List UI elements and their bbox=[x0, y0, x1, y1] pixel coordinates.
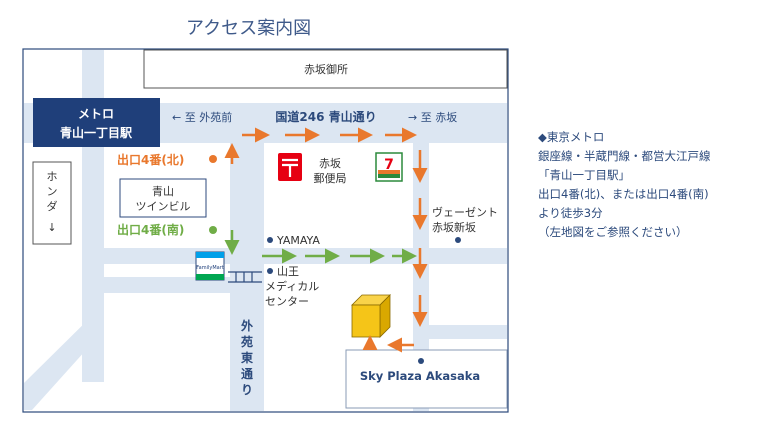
vezent-label-1: ヴェーゼント bbox=[432, 205, 498, 219]
info-walk: より徒歩3分 bbox=[538, 206, 603, 220]
post-office-icon bbox=[278, 153, 302, 181]
page-title: アクセス案内図 bbox=[186, 18, 312, 39]
route-north-arrows bbox=[224, 127, 428, 353]
info-station: 「青山一丁目駅」 bbox=[538, 168, 630, 182]
exit-south-label: 出口4番(南) bbox=[117, 222, 184, 237]
road-lower-horizontal bbox=[104, 277, 230, 293]
route-south-arrows bbox=[224, 230, 417, 264]
vezent-label-2: 赤坂新坂 bbox=[432, 220, 476, 234]
honda-char-1: ホ bbox=[47, 170, 58, 183]
station-box bbox=[33, 98, 160, 147]
yamaya-label: YAMAYA bbox=[276, 234, 320, 247]
exit-north-dot bbox=[209, 155, 217, 163]
seven-eleven-icon: 7 bbox=[375, 152, 403, 182]
access-info: ◆東京メトロ 銀座線・半蔵門線・都営大江戸線 「青山一丁目駅」 出口4番(北)、… bbox=[538, 128, 711, 242]
to-akasaka-label: → 至 赤坂 bbox=[408, 111, 457, 124]
post-office-label-2: 郵便局 bbox=[314, 172, 347, 185]
akasaka-gosho-label: 赤坂御所 bbox=[304, 62, 348, 76]
akasaka-gosho-block bbox=[143, 49, 508, 89]
honda-block bbox=[32, 161, 72, 245]
svg-text:7: 7 bbox=[384, 157, 394, 173]
honda-char-3: ダ bbox=[47, 199, 58, 213]
info-header: ◆東京メトロ bbox=[538, 130, 605, 144]
vezent-dot bbox=[455, 237, 461, 243]
sky-plaza-block bbox=[345, 349, 508, 409]
sky-plaza-building-icon bbox=[351, 294, 391, 338]
post-office-label-1: 赤坂 bbox=[319, 157, 341, 170]
exit-north-label: 出口4番(北) bbox=[117, 152, 184, 167]
twin-building-label-2: ツインビル bbox=[136, 200, 191, 213]
sky-plaza-label: Sky Plaza Akasaka bbox=[360, 369, 480, 383]
gaien-higashi-char-5: り bbox=[241, 383, 253, 397]
gaien-higashi-char-2: 苑 bbox=[241, 334, 253, 349]
info-exits: 出口4番(北)、または出口4番(南) bbox=[538, 187, 709, 201]
familymart-icon: FamilyMart bbox=[195, 251, 225, 281]
honda-char-2: ン bbox=[47, 185, 58, 198]
gaien-higashi-char-3: 東 bbox=[241, 350, 253, 365]
station-label-2: 青山一丁目駅 bbox=[60, 125, 133, 140]
route246-label: 国道246 青山通り bbox=[275, 109, 376, 124]
crosswalk bbox=[228, 271, 262, 283]
twin-building-label-1: 青山 bbox=[152, 185, 174, 198]
sanno-label-1: 山王 bbox=[277, 265, 299, 278]
sanno-label-2: メディカル bbox=[265, 279, 319, 293]
exit-south-dot bbox=[209, 226, 217, 234]
to-gaienmae-label: ← 至 外苑前 bbox=[172, 110, 232, 124]
road-bottom bbox=[429, 325, 507, 339]
sky-plaza-dot bbox=[418, 358, 424, 364]
gaien-higashi-char-1: 外 bbox=[241, 318, 253, 333]
twin-building-block bbox=[119, 178, 207, 218]
road-diagonal bbox=[24, 304, 104, 410]
svg-text:FamilyMart: FamilyMart bbox=[196, 265, 224, 271]
yamaya-dot bbox=[267, 237, 273, 243]
sanno-label-3: センター bbox=[265, 295, 309, 308]
gaien-higashi-char-4: 通 bbox=[241, 366, 253, 381]
info-note: （左地図をご参照ください） bbox=[538, 225, 688, 239]
honda-arrow: ↓ bbox=[47, 221, 56, 234]
info-lines: 銀座線・半蔵門線・都営大江戸線 bbox=[538, 149, 711, 163]
sanno-dot bbox=[267, 268, 273, 274]
station-label-1: メトロ bbox=[78, 107, 114, 121]
